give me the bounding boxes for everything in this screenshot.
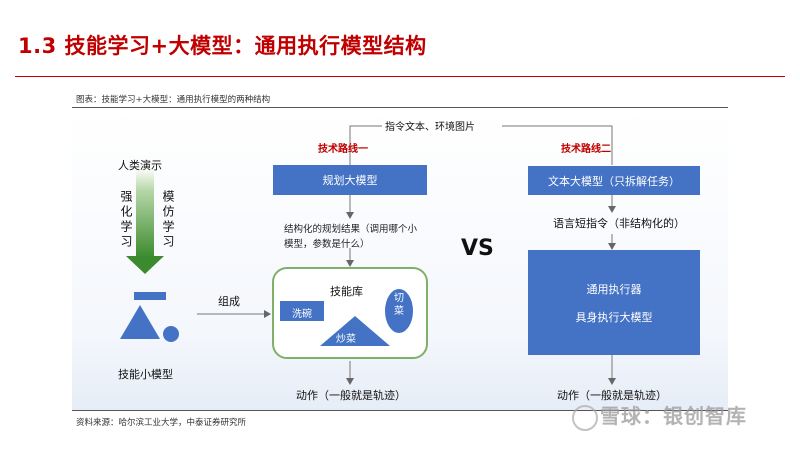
route2-label: 技术路线二 bbox=[561, 144, 611, 155]
skill-cut-shape bbox=[385, 289, 413, 333]
skill-fry-shape bbox=[320, 316, 390, 346]
language-command-label: 语言短指令（非结构化的） bbox=[553, 217, 685, 230]
executor-label: 通用执行器 bbox=[586, 282, 642, 296]
small-model-triangle bbox=[120, 305, 160, 339]
skill-library-box bbox=[272, 267, 428, 359]
route2-action-label: 动作（一般就是轨迹） bbox=[557, 389, 667, 402]
watermark-text: 雪球：银创智库 bbox=[600, 404, 747, 428]
small-model-bar bbox=[134, 292, 166, 300]
embodied-model-label: 具身执行大模型 bbox=[575, 310, 653, 324]
figure-bottom-rule bbox=[72, 410, 728, 411]
executor-box: 通用执行器 具身执行大模型 bbox=[528, 250, 700, 355]
learning-arrow-shaft bbox=[136, 168, 154, 258]
diagram-canvas bbox=[72, 108, 728, 410]
page-title: 1.3 技能学习+大模型：通用执行模型结构 bbox=[18, 34, 427, 58]
figure-top-rule bbox=[72, 107, 728, 108]
skill-library-title: 技能库 bbox=[330, 285, 363, 298]
skill-fry-label: 炒菜 bbox=[336, 334, 356, 345]
figure-source: 资料来源：哈尔滨工业大学，中泰证券研究所 bbox=[76, 418, 247, 428]
small-model-circle bbox=[163, 326, 179, 342]
instruction-line-right bbox=[502, 125, 613, 165]
skill-wash-shape bbox=[280, 301, 324, 321]
route1-action-label: 动作（一般就是轨迹） bbox=[296, 389, 406, 402]
text-model-box: 文本大模型（只拆解任务） bbox=[528, 166, 700, 195]
human-demo-label: 人类演示 bbox=[118, 159, 162, 172]
structured-result-text: 结构化的规划结果（调用哪个小模型，参数是什么） bbox=[284, 224, 418, 250]
instruction-label: 指令文本、环境图片 bbox=[385, 122, 475, 133]
planning-model-box: 规划大模型 bbox=[273, 165, 427, 195]
learning-arrow-head bbox=[126, 256, 164, 274]
figure-caption: 图表：技能学习+大模型：通用执行模型的两种结构 bbox=[76, 95, 271, 105]
reinforce-learning-label: 强化学习 bbox=[119, 190, 133, 250]
xueqiu-logo-icon bbox=[572, 405, 598, 431]
skill-cut-label: 切菜 bbox=[394, 293, 404, 317]
skill-wash-label: 洗碗 bbox=[292, 308, 312, 320]
small-models-label: 技能小模型 bbox=[118, 368, 173, 381]
imitate-learning-label: 模仿学习 bbox=[161, 190, 175, 250]
title-divider bbox=[15, 76, 785, 77]
versus-label: VS bbox=[461, 236, 494, 261]
compose-label: 组成 bbox=[218, 295, 240, 308]
route1-label: 技术路线一 bbox=[318, 144, 368, 155]
instruction-line-left bbox=[349, 125, 382, 165]
